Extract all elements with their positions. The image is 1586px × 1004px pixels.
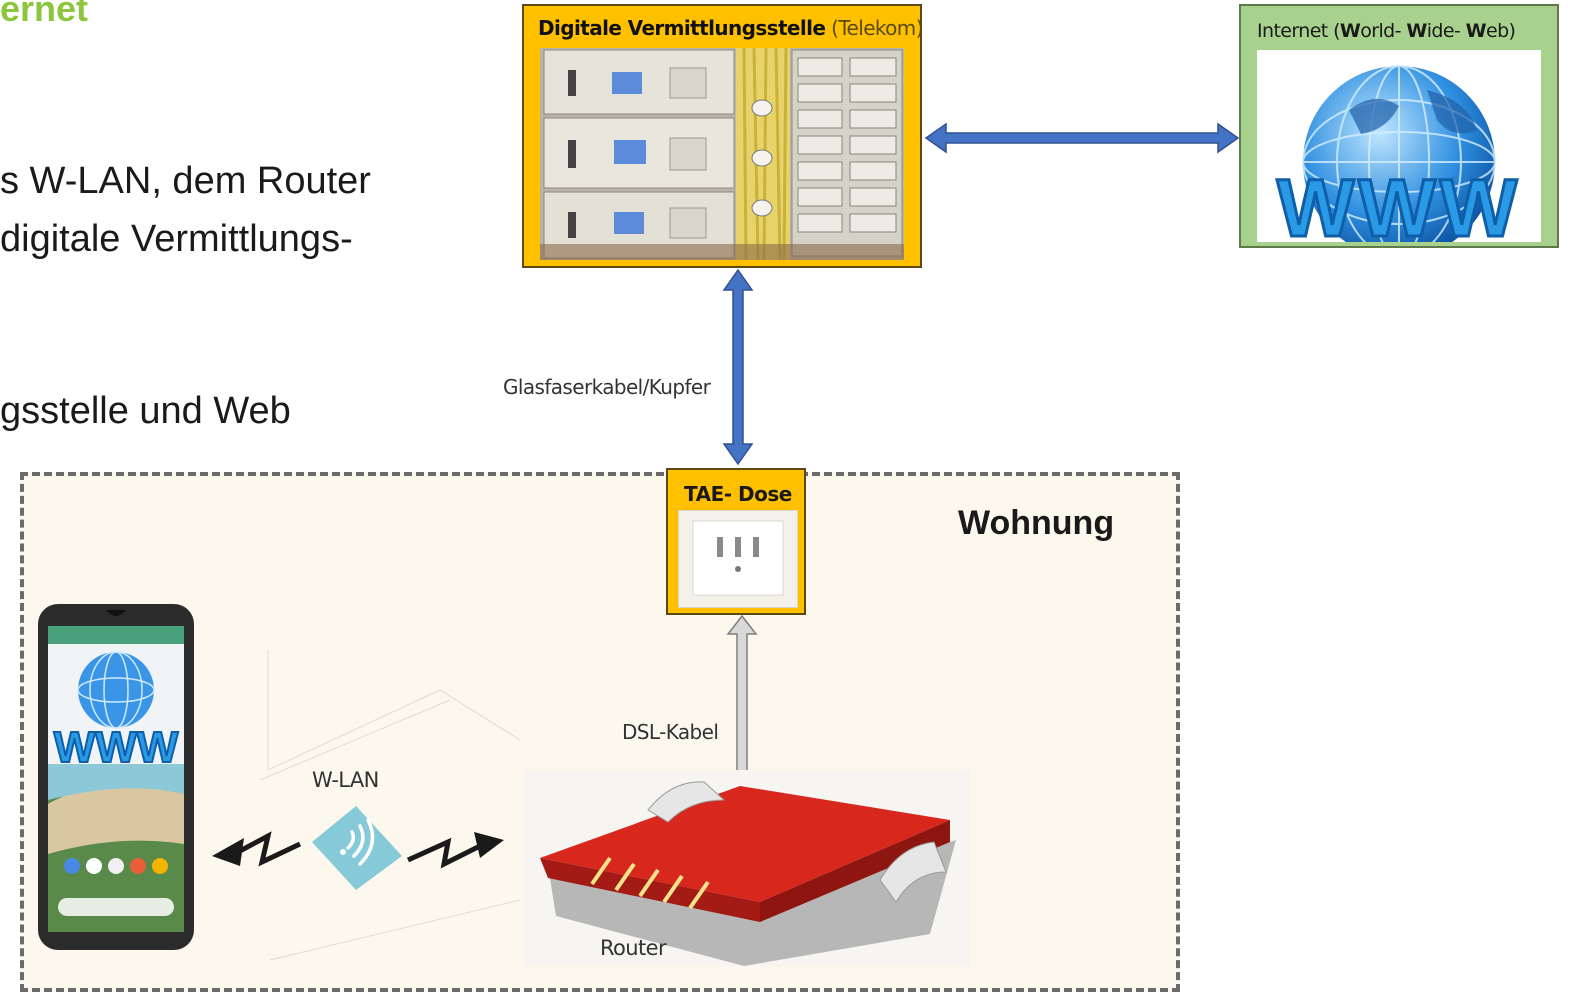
smartphone-image: WWW (38, 604, 194, 950)
internet-title-w1: W (1339, 20, 1361, 42)
phone-www-text: WWW (54, 723, 179, 772)
exchange-box: Digitale Vermittlungsstelle (Telekom) (522, 4, 924, 268)
internet-title-world: orld- (1360, 20, 1407, 42)
wifi-icon (312, 806, 402, 890)
slide-text-line-2: digitale Vermittlungs- (0, 218, 353, 260)
exchange-title-operator: (Telekom) (825, 16, 923, 40)
wlan-arrowhead-right (474, 832, 504, 858)
background-sketch (259, 650, 521, 961)
wlan-label: W-LAN (312, 768, 379, 792)
fiber-cable-arrow (722, 268, 754, 466)
internet-title-wide: ide- (1426, 20, 1466, 42)
internet-box: Internet (World- Wide- Web) WWW (1239, 4, 1559, 248)
router-label: Router (600, 936, 667, 960)
tae-title: TAE- Dose (684, 482, 792, 506)
internet-title: Internet (World- Wide- Web) (1257, 20, 1516, 42)
exchange-internet-arrow (924, 122, 1240, 154)
tae-socket-box: TAE- Dose (666, 468, 806, 615)
exchange-title-main: Digitale Vermittlungsstelle (538, 16, 826, 40)
internet-title-w2: W (1406, 20, 1427, 42)
router-image (524, 770, 970, 966)
wlan-link-left (236, 831, 302, 867)
internet-title-w3: W (1465, 20, 1487, 42)
slide-text-line-3: gsstelle und Web (0, 390, 291, 432)
slide-text-line-1: s W-LAN, dem Router (0, 160, 371, 202)
exchange-photo (540, 48, 904, 260)
apartment-label: Wohnung (958, 504, 1115, 542)
www-globe-image: WWW (1257, 50, 1541, 242)
wlan-arrowhead-left (212, 838, 244, 866)
tae-socket-image (678, 510, 798, 608)
wlan-link-right (406, 837, 482, 869)
internet-title-prefix: Internet ( (1257, 20, 1341, 42)
exchange-title: Digitale Vermittlungsstelle (Telekom) (538, 16, 924, 40)
fiber-cable-label: Glasfaserkabel/Kupfer (503, 375, 711, 399)
globe-www-text: WWW (1277, 163, 1521, 242)
slide-title: ernet (0, 0, 89, 29)
internet-title-web: eb) (1486, 20, 1516, 42)
dsl-cable-label: DSL-Kabel (622, 720, 719, 744)
